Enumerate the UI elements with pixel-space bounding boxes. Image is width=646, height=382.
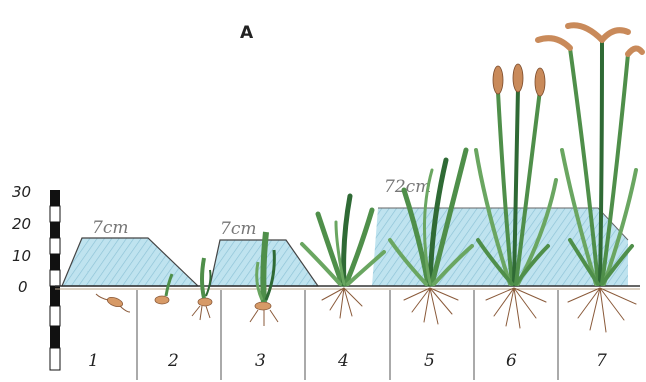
panicle-icon [538,38,570,48]
water-depth-note: 7cm [220,219,256,239]
root-icon [568,288,636,332]
stage-4-tillering [302,196,384,318]
stage-number: 5 [424,351,435,371]
stem-icon [600,40,602,284]
stage-number: 1 [88,351,99,371]
water-layer-1 [62,238,198,286]
root-icon [404,288,458,324]
leaf-icon [206,270,211,296]
panicle-icon [535,68,545,96]
scale-tick-label: 10 [12,247,31,265]
panicle-icon [602,30,628,40]
root-icon [120,306,130,312]
scale-segment [50,222,60,238]
scale-tick-label: 20 [12,215,31,233]
panel-label: A [240,23,254,43]
stage-1-seed [96,294,130,312]
scale-segment [50,270,60,286]
root-icon [192,306,210,320]
panicle-icon [493,66,503,94]
stage-number: 3 [255,351,266,371]
scale-segment [50,348,60,370]
stage-number: 2 [167,351,179,371]
stage-number: 4 [337,351,349,371]
stage-6-heading [476,64,556,328]
root-icon [96,294,108,300]
water-depth-note: 7cm [92,218,128,238]
scale-segment [50,326,60,348]
scale-tick-label: 30 [12,183,31,201]
seed-icon [155,296,169,304]
stage-number: 6 [506,351,517,371]
panicle-icon [568,25,602,40]
leaf-icon [263,232,266,302]
scale-segment [50,238,60,254]
seed-icon [255,302,271,310]
scale-segment [50,190,60,206]
scale-tick-label: 0 [18,278,28,296]
root-icon [322,288,362,318]
panicle-icon [628,48,642,54]
leaf-icon [202,258,204,298]
root-icon [486,288,546,328]
height-scale: 30 20 10 0 [12,183,60,370]
scale-segment [50,206,60,222]
root-icon [250,310,278,326]
scale-segment [50,254,60,270]
panicle-icon [513,64,523,92]
seed-icon [198,298,212,306]
stage-number: 7 [596,351,607,371]
scale-segment [50,306,60,326]
